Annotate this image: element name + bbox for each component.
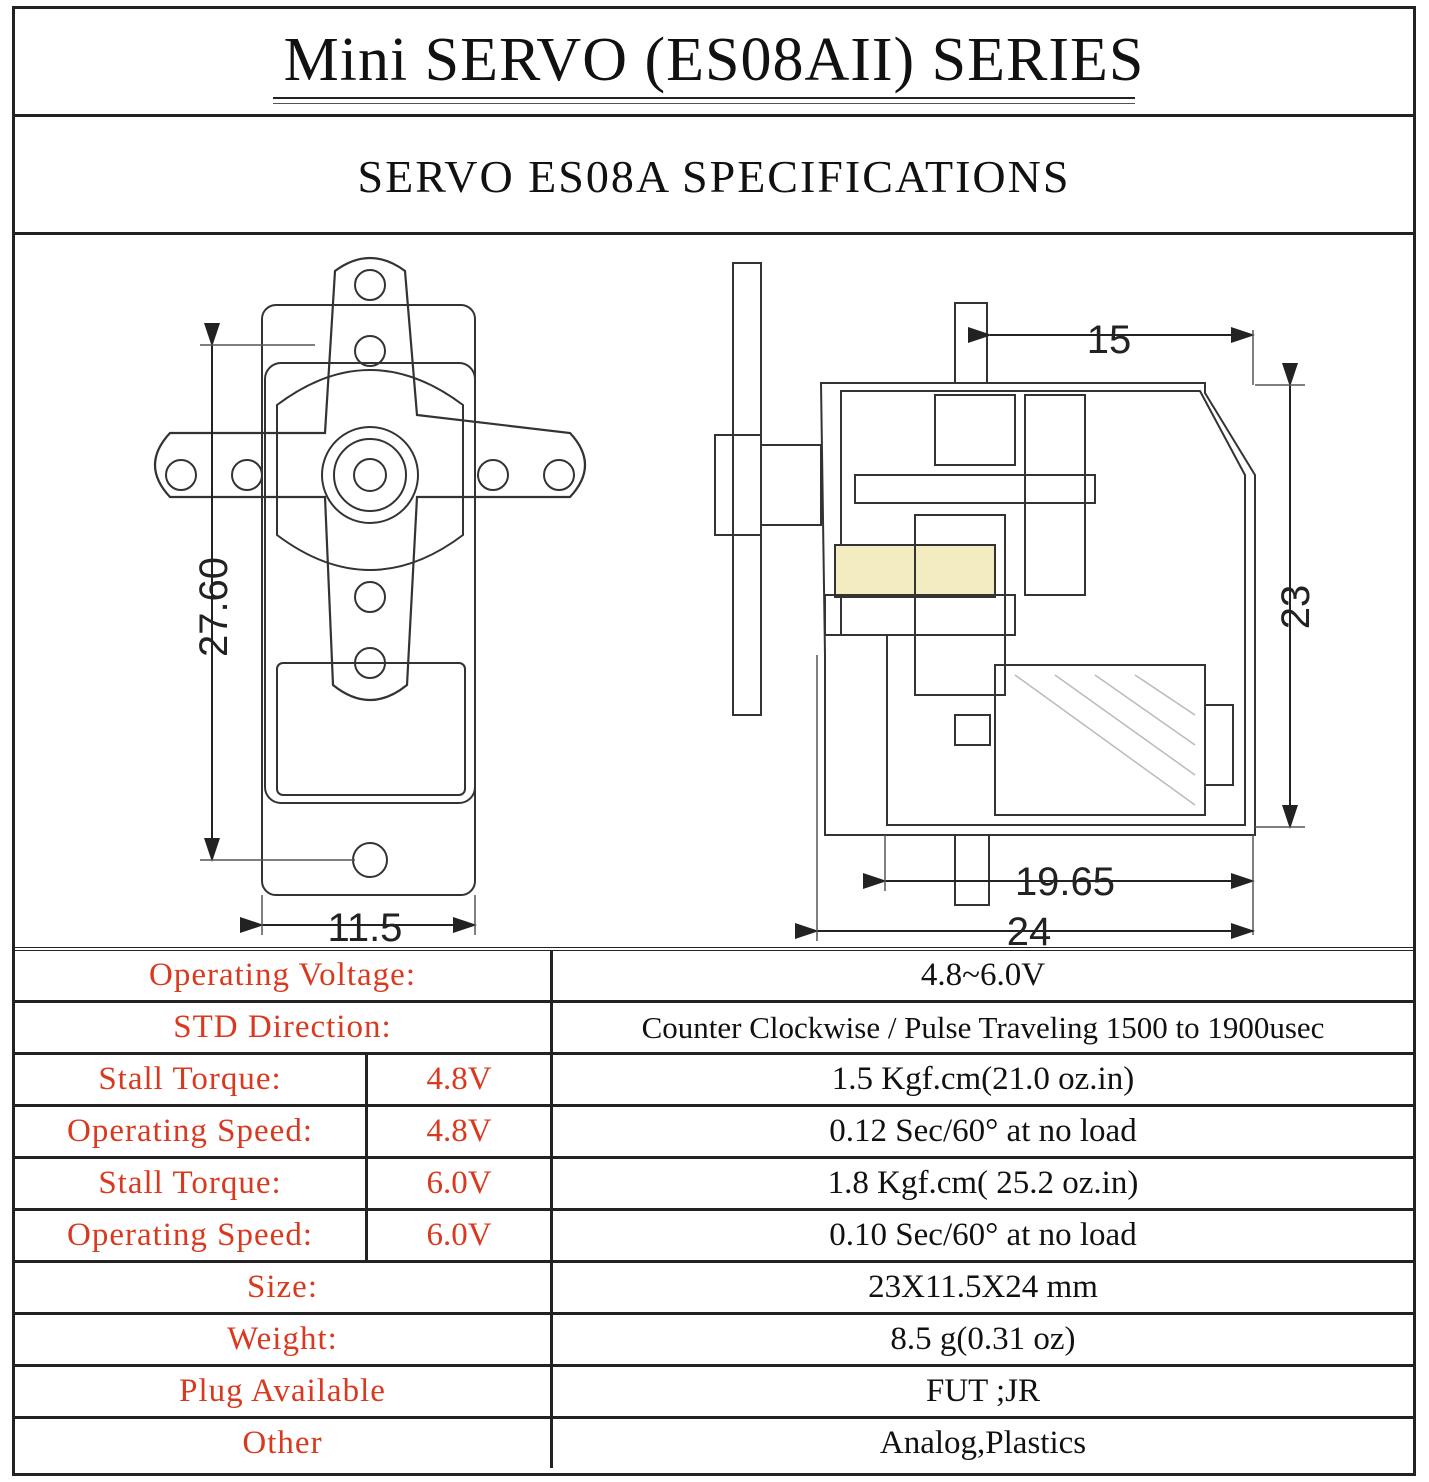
spec-row: Weight: 8.5 g(0.31 oz) xyxy=(15,1315,1413,1367)
spec-row: Plug Available FUT ;JR xyxy=(15,1367,1413,1419)
horn-hub-screw xyxy=(353,458,387,492)
spec-value: 0.10 Sec/60° at no load xyxy=(550,1211,1413,1260)
spec-label: STD Direction: xyxy=(173,1009,392,1045)
servo-horn xyxy=(154,256,586,702)
spec-value: Counter Clockwise / Pulse Traveling 1500… xyxy=(550,1003,1413,1052)
dim-label-mid: 19.65 xyxy=(1015,860,1115,904)
spec-label: Operating Speed: xyxy=(66,1217,314,1253)
spec-row: Size: 23X11.5X24 mm xyxy=(15,1263,1413,1315)
title-underline xyxy=(273,97,1135,99)
spec-label: Operating Speed: xyxy=(66,1113,314,1149)
spec-label: Operating Voltage: xyxy=(149,957,416,993)
side-motor xyxy=(994,664,1206,816)
spec-value: 4.8~6.0V xyxy=(550,951,1413,1000)
page-subtitle: SERVO ES08A SPECIFICATIONS xyxy=(357,151,1071,202)
spec-value: 1.5 Kgf.cm(21.0 oz.in) xyxy=(550,1055,1413,1104)
horn-hub-ring xyxy=(333,438,407,512)
spec-label: Stall Torque: xyxy=(98,1165,282,1201)
spec-row: STD Direction: Counter Clockwise / Pulse… xyxy=(15,1003,1413,1055)
drawing-svg: 27.60 11.5 xyxy=(154,256,1318,947)
horn-hole xyxy=(354,647,386,679)
front-case-label-area xyxy=(276,662,466,796)
spec-row: Other Analog,Plastics xyxy=(15,1419,1413,1471)
spec-label: Stall Torque: xyxy=(98,1061,282,1097)
spec-value: Analog,Plastics xyxy=(550,1419,1413,1468)
subtitle-row: SERVO ES08A SPECIFICATIONS xyxy=(15,117,1413,235)
spec-value: 23X11.5X24 mm xyxy=(550,1263,1413,1312)
technical-drawing: 27.60 11.5 xyxy=(15,235,1413,947)
side-gear-shaft xyxy=(854,474,1096,504)
side-mount-tab xyxy=(954,834,990,906)
front-view xyxy=(154,256,586,935)
horn-hole xyxy=(354,581,386,613)
spec-value: 8.5 g(0.31 oz) xyxy=(550,1315,1413,1364)
dim-label-side-width: 24 xyxy=(1007,910,1052,947)
dim-label-width: 11.5 xyxy=(328,906,403,947)
spec-label: Weight: xyxy=(227,1321,338,1357)
spec-row: Stall Torque: 4.8V 1.5 Kgf.cm(21.0 oz.in… xyxy=(15,1055,1413,1107)
spec-value: 0.12 Sec/60° at no load xyxy=(550,1107,1413,1156)
horn-hole xyxy=(354,335,386,367)
side-gear-plate xyxy=(824,594,1016,636)
title-underline-secondary xyxy=(273,103,1135,104)
side-motor-end xyxy=(1204,704,1234,786)
dim-label-height: 27.60 xyxy=(192,557,236,657)
spec-condition: 6.0V xyxy=(365,1159,550,1208)
side-small-gear xyxy=(954,714,991,746)
spec-row: Stall Torque: 6.0V 1.8 Kgf.cm( 25.2 oz.i… xyxy=(15,1159,1413,1211)
side-output-shaft xyxy=(760,444,822,526)
spec-condition: 4.8V xyxy=(365,1107,550,1156)
horn-hole xyxy=(231,459,263,491)
horn-hole xyxy=(543,459,575,491)
horn-hole xyxy=(165,459,197,491)
front-gear-housing xyxy=(276,369,464,571)
spec-label: Other xyxy=(242,1425,323,1461)
spec-label: Plug Available xyxy=(179,1373,386,1409)
spec-sheet: Mini SERVO (ES08AII) SERIES SERVO ES08A … xyxy=(12,6,1416,1476)
side-pot xyxy=(1024,394,1086,596)
side-horn xyxy=(732,262,762,716)
page-title: Mini SERVO (ES08AII) SERIES xyxy=(283,26,1145,94)
side-gear-upper xyxy=(934,394,1016,466)
mount-hole xyxy=(352,842,388,878)
horn-hole xyxy=(477,459,509,491)
horn-hub-outer xyxy=(321,426,419,524)
spec-condition: 6.0V xyxy=(365,1211,550,1260)
spec-value: FUT ;JR xyxy=(550,1367,1413,1416)
spec-row: Operating Speed: 6.0V 0.10 Sec/60° at no… xyxy=(15,1211,1413,1263)
spec-condition: 4.8V xyxy=(365,1055,550,1104)
horn-hole xyxy=(354,269,386,301)
side-gear-stack xyxy=(914,514,1006,696)
title-row: Mini SERVO (ES08AII) SERIES xyxy=(15,9,1413,117)
front-case-body xyxy=(264,362,476,804)
dim-label-top: 15 xyxy=(1087,318,1132,362)
spec-row: Operating Voltage: 4.8~6.0V xyxy=(15,951,1413,1003)
spec-table: Operating Voltage: 4.8~6.0V STD Directio… xyxy=(15,947,1413,1473)
side-top-gear xyxy=(954,302,988,384)
side-case-inner xyxy=(840,390,1246,826)
spec-value: 1.8 Kgf.cm( 25.2 oz.in) xyxy=(550,1159,1413,1208)
spec-row: Operating Speed: 4.8V 0.12 Sec/60° at no… xyxy=(15,1107,1413,1159)
side-case-outline xyxy=(819,382,1256,836)
side-horn-hub xyxy=(714,434,762,536)
spec-label: Size: xyxy=(247,1269,318,1305)
side-view xyxy=(714,262,1305,941)
dim-label-side-height: 23 xyxy=(1274,585,1318,630)
